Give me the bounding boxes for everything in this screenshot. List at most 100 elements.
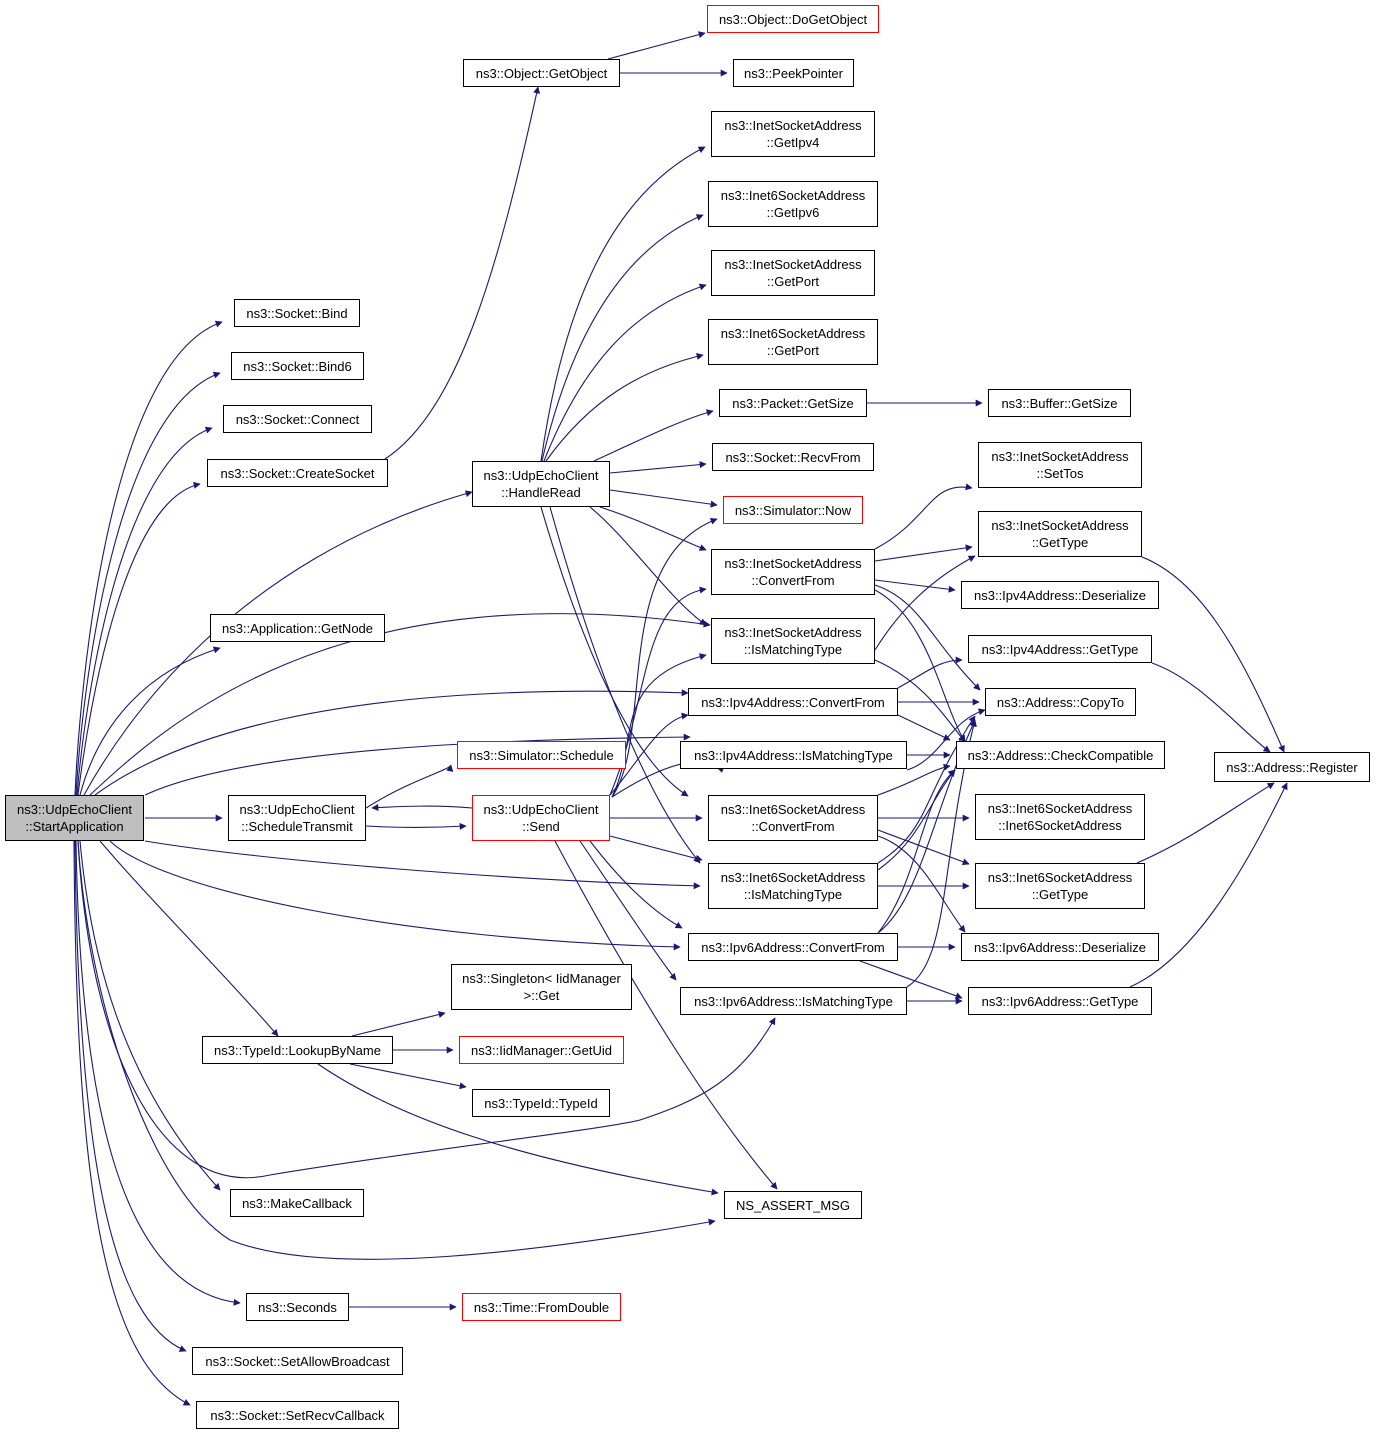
node-label-line: ns3::Application::GetNode bbox=[221, 620, 374, 636]
node-createsock[interactable]: ns3::Socket::CreateSocket bbox=[207, 459, 388, 487]
call-edge bbox=[897, 656, 963, 689]
node-inet6-gettype[interactable]: ns3::Inet6SocketAddress::GetType bbox=[975, 863, 1145, 909]
call-edge bbox=[76, 426, 213, 796]
call-edge bbox=[589, 840, 683, 929]
call-edge bbox=[540, 506, 689, 797]
node-connect[interactable]: ns3::Socket::Connect bbox=[223, 405, 372, 433]
node-label-line: ::IsMatchingType bbox=[743, 642, 843, 657]
node-buf-getsize[interactable]: ns3::Buffer::GetSize bbox=[988, 389, 1131, 417]
node-seconds[interactable]: ns3::Seconds bbox=[246, 1293, 349, 1321]
node-label-line: ns3::Address::CheckCompatible bbox=[967, 747, 1154, 763]
node-ipv6-deser[interactable]: ns3::Ipv6Address::Deserialize bbox=[961, 933, 1159, 961]
node-schedtx[interactable]: ns3::UdpEchoClient::ScheduleTransmit bbox=[228, 795, 366, 841]
node-ipv4-gettype[interactable]: ns3::Ipv4Address::GetType bbox=[968, 635, 1152, 663]
node-pkt-getsize[interactable]: ns3::Packet::GetSize bbox=[719, 389, 867, 417]
node-settos[interactable]: ns3::InetSocketAddress::SetTos bbox=[978, 442, 1142, 488]
node-inet-ismatch[interactable]: ns3::InetSocketAddress::IsMatchingType bbox=[711, 618, 875, 664]
node-bind6[interactable]: ns3::Socket::Bind6 bbox=[231, 352, 364, 380]
call-edge bbox=[906, 719, 977, 988]
node-label-line: ns3::Singleton< IidManager bbox=[462, 971, 621, 986]
node-getobject[interactable]: ns3::Object::GetObject bbox=[463, 59, 620, 87]
node-ipv4-convert[interactable]: ns3::Ipv4Address::ConvertFrom bbox=[688, 688, 898, 716]
node-ipv6-gettype[interactable]: ns3::Ipv6Address::GetType bbox=[968, 987, 1152, 1015]
node-label-line: ::GetType bbox=[1031, 887, 1089, 902]
call-edge bbox=[144, 840, 701, 890]
node-label-line: NS_ASSERT_MSG bbox=[736, 1197, 850, 1213]
call-edge bbox=[589, 506, 707, 626]
node-label-line: ns3::InetSocketAddress bbox=[724, 118, 862, 133]
node-fromdouble[interactable]: ns3::Time::FromDouble bbox=[462, 1293, 621, 1321]
node-iidget[interactable]: ns3::IidManager::GetUid bbox=[459, 1036, 624, 1064]
node-setbcast[interactable]: ns3::Socket::SetAllowBroadcast bbox=[192, 1347, 403, 1375]
node-inet6-convert[interactable]: ns3::Inet6SocketAddress::ConvertFrom bbox=[708, 795, 878, 841]
node-bind[interactable]: ns3::Socket::Bind bbox=[234, 299, 360, 327]
node-label-line: ns3::Object::DoGetObject bbox=[718, 11, 868, 27]
call-edge bbox=[874, 483, 973, 550]
node-register[interactable]: ns3::Address::Register bbox=[1214, 752, 1370, 782]
node-nsassert[interactable]: NS_ASSERT_MSG bbox=[724, 1191, 862, 1219]
node-dogetobj[interactable]: ns3::Object::DoGetObject bbox=[707, 5, 879, 33]
call-edge bbox=[351, 1011, 446, 1037]
node-peek[interactable]: ns3::PeekPointer bbox=[733, 59, 854, 87]
node-inet6-ctor[interactable]: ns3::Inet6SocketAddress::Inet6SocketAddr… bbox=[975, 794, 1145, 840]
node-handleread[interactable]: ns3::UdpEchoClient::HandleRead bbox=[472, 461, 610, 507]
node-inet-gettype[interactable]: ns3::InetSocketAddress::GetType bbox=[978, 511, 1142, 557]
call-edge bbox=[877, 835, 966, 933]
call-edge bbox=[1129, 782, 1288, 988]
node-inet-getipv4[interactable]: ns3::InetSocketAddress::GetIpv4 bbox=[711, 111, 875, 157]
call-edge bbox=[73, 840, 191, 1406]
node-typeid[interactable]: ns3::TypeId::TypeId bbox=[472, 1089, 610, 1117]
node-inet-convert[interactable]: ns3::InetSocketAddress::ConvertFrom bbox=[711, 549, 875, 595]
node-label-line: ns3::Time::FromDouble bbox=[473, 1299, 610, 1315]
call-edge bbox=[89, 613, 711, 796]
node-label-line: ns3::Simulator::Schedule bbox=[469, 747, 614, 763]
node-label-line: ns3::Ipv4Address::ConvertFrom bbox=[701, 694, 885, 710]
node-label-line: ns3::Socket::RecvFrom bbox=[725, 449, 861, 465]
node-ipv4-deser[interactable]: ns3::Ipv4Address::Deserialize bbox=[961, 581, 1159, 609]
node-label-line: ::Inet6SocketAddress bbox=[998, 818, 1122, 833]
node-label-line: ns3::Ipv6Address::GetType bbox=[981, 993, 1139, 1009]
call-edge bbox=[144, 733, 691, 796]
call-edge bbox=[874, 659, 966, 743]
node-label-line: ns3::Inet6SocketAddress bbox=[987, 870, 1133, 885]
node-label-line: ns3::Socket::Connect bbox=[235, 411, 360, 427]
node-ipv4-ismatch[interactable]: ns3::Ipv4Address::IsMatchingType bbox=[680, 741, 907, 769]
node-label-line: ns3::InetSocketAddress bbox=[724, 625, 862, 640]
node-inet6-getipv6[interactable]: ns3::Inet6SocketAddress::GetIpv6 bbox=[708, 181, 878, 227]
node-ipv6-convert[interactable]: ns3::Ipv6Address::ConvertFrom bbox=[688, 933, 898, 961]
node-getnode[interactable]: ns3::Application::GetNode bbox=[210, 614, 385, 642]
call-edge bbox=[365, 822, 467, 830]
node-label-line: ns3::Socket::SetRecvCallback bbox=[210, 1407, 385, 1423]
node-label-line: ns3::Seconds bbox=[258, 1299, 337, 1315]
node-now[interactable]: ns3::Simulator::Now bbox=[723, 496, 863, 524]
node-label-line: ::GetIpv6 bbox=[766, 205, 820, 220]
node-schedule[interactable]: ns3::Simulator::Schedule bbox=[457, 741, 626, 769]
node-label-line: ns3::InetSocketAddress bbox=[724, 556, 862, 571]
node-label-line: ns3::UdpEchoClient bbox=[239, 802, 355, 817]
node-inet6-ismatch[interactable]: ns3::Inet6SocketAddress::IsMatchingType bbox=[708, 863, 878, 909]
node-makecb[interactable]: ns3::MakeCallback bbox=[230, 1189, 364, 1217]
node-lookup[interactable]: ns3::TypeId::LookupByName bbox=[202, 1036, 393, 1064]
node-setrecv[interactable]: ns3::Socket::SetRecvCallback bbox=[196, 1401, 399, 1429]
node-checkcompat[interactable]: ns3::Address::CheckCompatible bbox=[956, 741, 1165, 769]
call-edge bbox=[874, 544, 973, 562]
node-send[interactable]: ns3::UdpEchoClient::Send bbox=[472, 795, 610, 841]
node-label-line: ns3::Ipv4Address::IsMatchingType bbox=[694, 747, 893, 763]
node-label-line: ::GetPort bbox=[766, 343, 820, 358]
node-recvfrom[interactable]: ns3::Socket::RecvFrom bbox=[712, 443, 874, 471]
node-label-line: ns3::TypeId::LookupByName bbox=[214, 1042, 381, 1058]
node-label-line: ::GetType bbox=[1031, 535, 1089, 550]
node-label-line: ns3::Ipv4Address::GetType bbox=[981, 641, 1139, 657]
node-inet-getport[interactable]: ns3::InetSocketAddress::GetPort bbox=[711, 250, 875, 296]
node-label-line: ns3::Inet6SocketAddress bbox=[720, 326, 866, 341]
node-inet6-getport[interactable]: ns3::Inet6SocketAddress::GetPort bbox=[708, 319, 878, 365]
node-copyto[interactable]: ns3::Address::CopyTo bbox=[985, 688, 1136, 716]
node-label-line: ::ScheduleTransmit bbox=[241, 819, 353, 834]
call-edge bbox=[611, 653, 707, 798]
node-singleton[interactable]: ns3::Singleton< IidManager>::Get bbox=[451, 964, 632, 1010]
node-label-line: ::ConvertFrom bbox=[751, 573, 835, 588]
call-edge bbox=[607, 31, 706, 60]
node-ipv6-ismatch[interactable]: ns3::Ipv6Address::IsMatchingType bbox=[680, 987, 907, 1015]
node-label-line: ns3::UdpEchoClient bbox=[483, 802, 599, 817]
node-label-line: ns3::Socket::Bind6 bbox=[243, 358, 352, 374]
